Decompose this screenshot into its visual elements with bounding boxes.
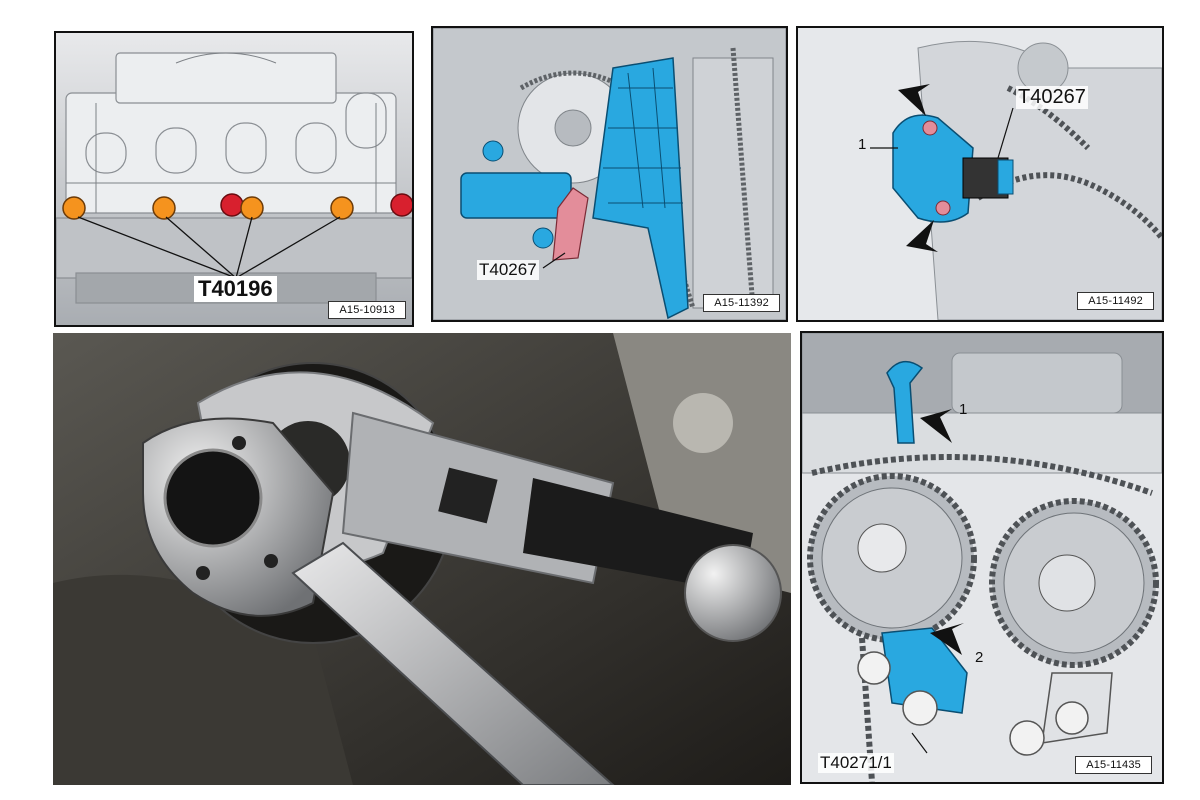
panel-cylinder-head: T40196 A15-10913: [54, 31, 414, 327]
tensioner-unit: [892, 114, 974, 223]
figure-ref: A15-10913: [328, 301, 406, 319]
callout-1: 1: [858, 136, 867, 153]
figure-ref: A15-11492: [1077, 292, 1154, 310]
camshaft-gear-left: [807, 473, 977, 643]
panel-chain-tensioner: T40267 A15-11392: [431, 26, 788, 322]
panel-ratchet-photo: [53, 333, 791, 785]
leader-lines: [77, 216, 341, 279]
panel-tensioner-bolts: 1 T40267 A15-11492: [796, 26, 1164, 322]
callout-1: 1: [959, 401, 968, 418]
tool-label-t40267: T40267: [1016, 86, 1088, 109]
arrow-icons: [898, 84, 938, 252]
tensioner-bolts-illustration: [798, 28, 1162, 320]
camshaft-gear-right: [989, 498, 1159, 668]
panel-camshaft-lock: 1 2 T40271/1 A15-11435: [800, 331, 1164, 784]
tensioner-body: [460, 140, 572, 249]
figure-ref: A15-11392: [703, 294, 780, 312]
callout-2: 2: [975, 649, 984, 666]
tensioner-illustration: [433, 28, 786, 320]
tool-label-t40267: T40267: [477, 260, 539, 280]
lock-plate: [881, 627, 968, 714]
ratchet-photo: [53, 333, 791, 785]
tool-label-t40271-1: T40271/1: [818, 753, 894, 773]
plug-markers: [62, 193, 412, 220]
ratchet-head: [142, 417, 335, 617]
figure-ref: A15-11435: [1075, 756, 1152, 774]
pin-tool: [552, 187, 589, 261]
tool-label-t40196: T40196: [194, 276, 277, 302]
ratchet-handle: [291, 541, 615, 785]
arrow-icons: [920, 409, 964, 655]
camshaft-illustration: [802, 333, 1162, 782]
wrench-tool: [886, 360, 924, 444]
